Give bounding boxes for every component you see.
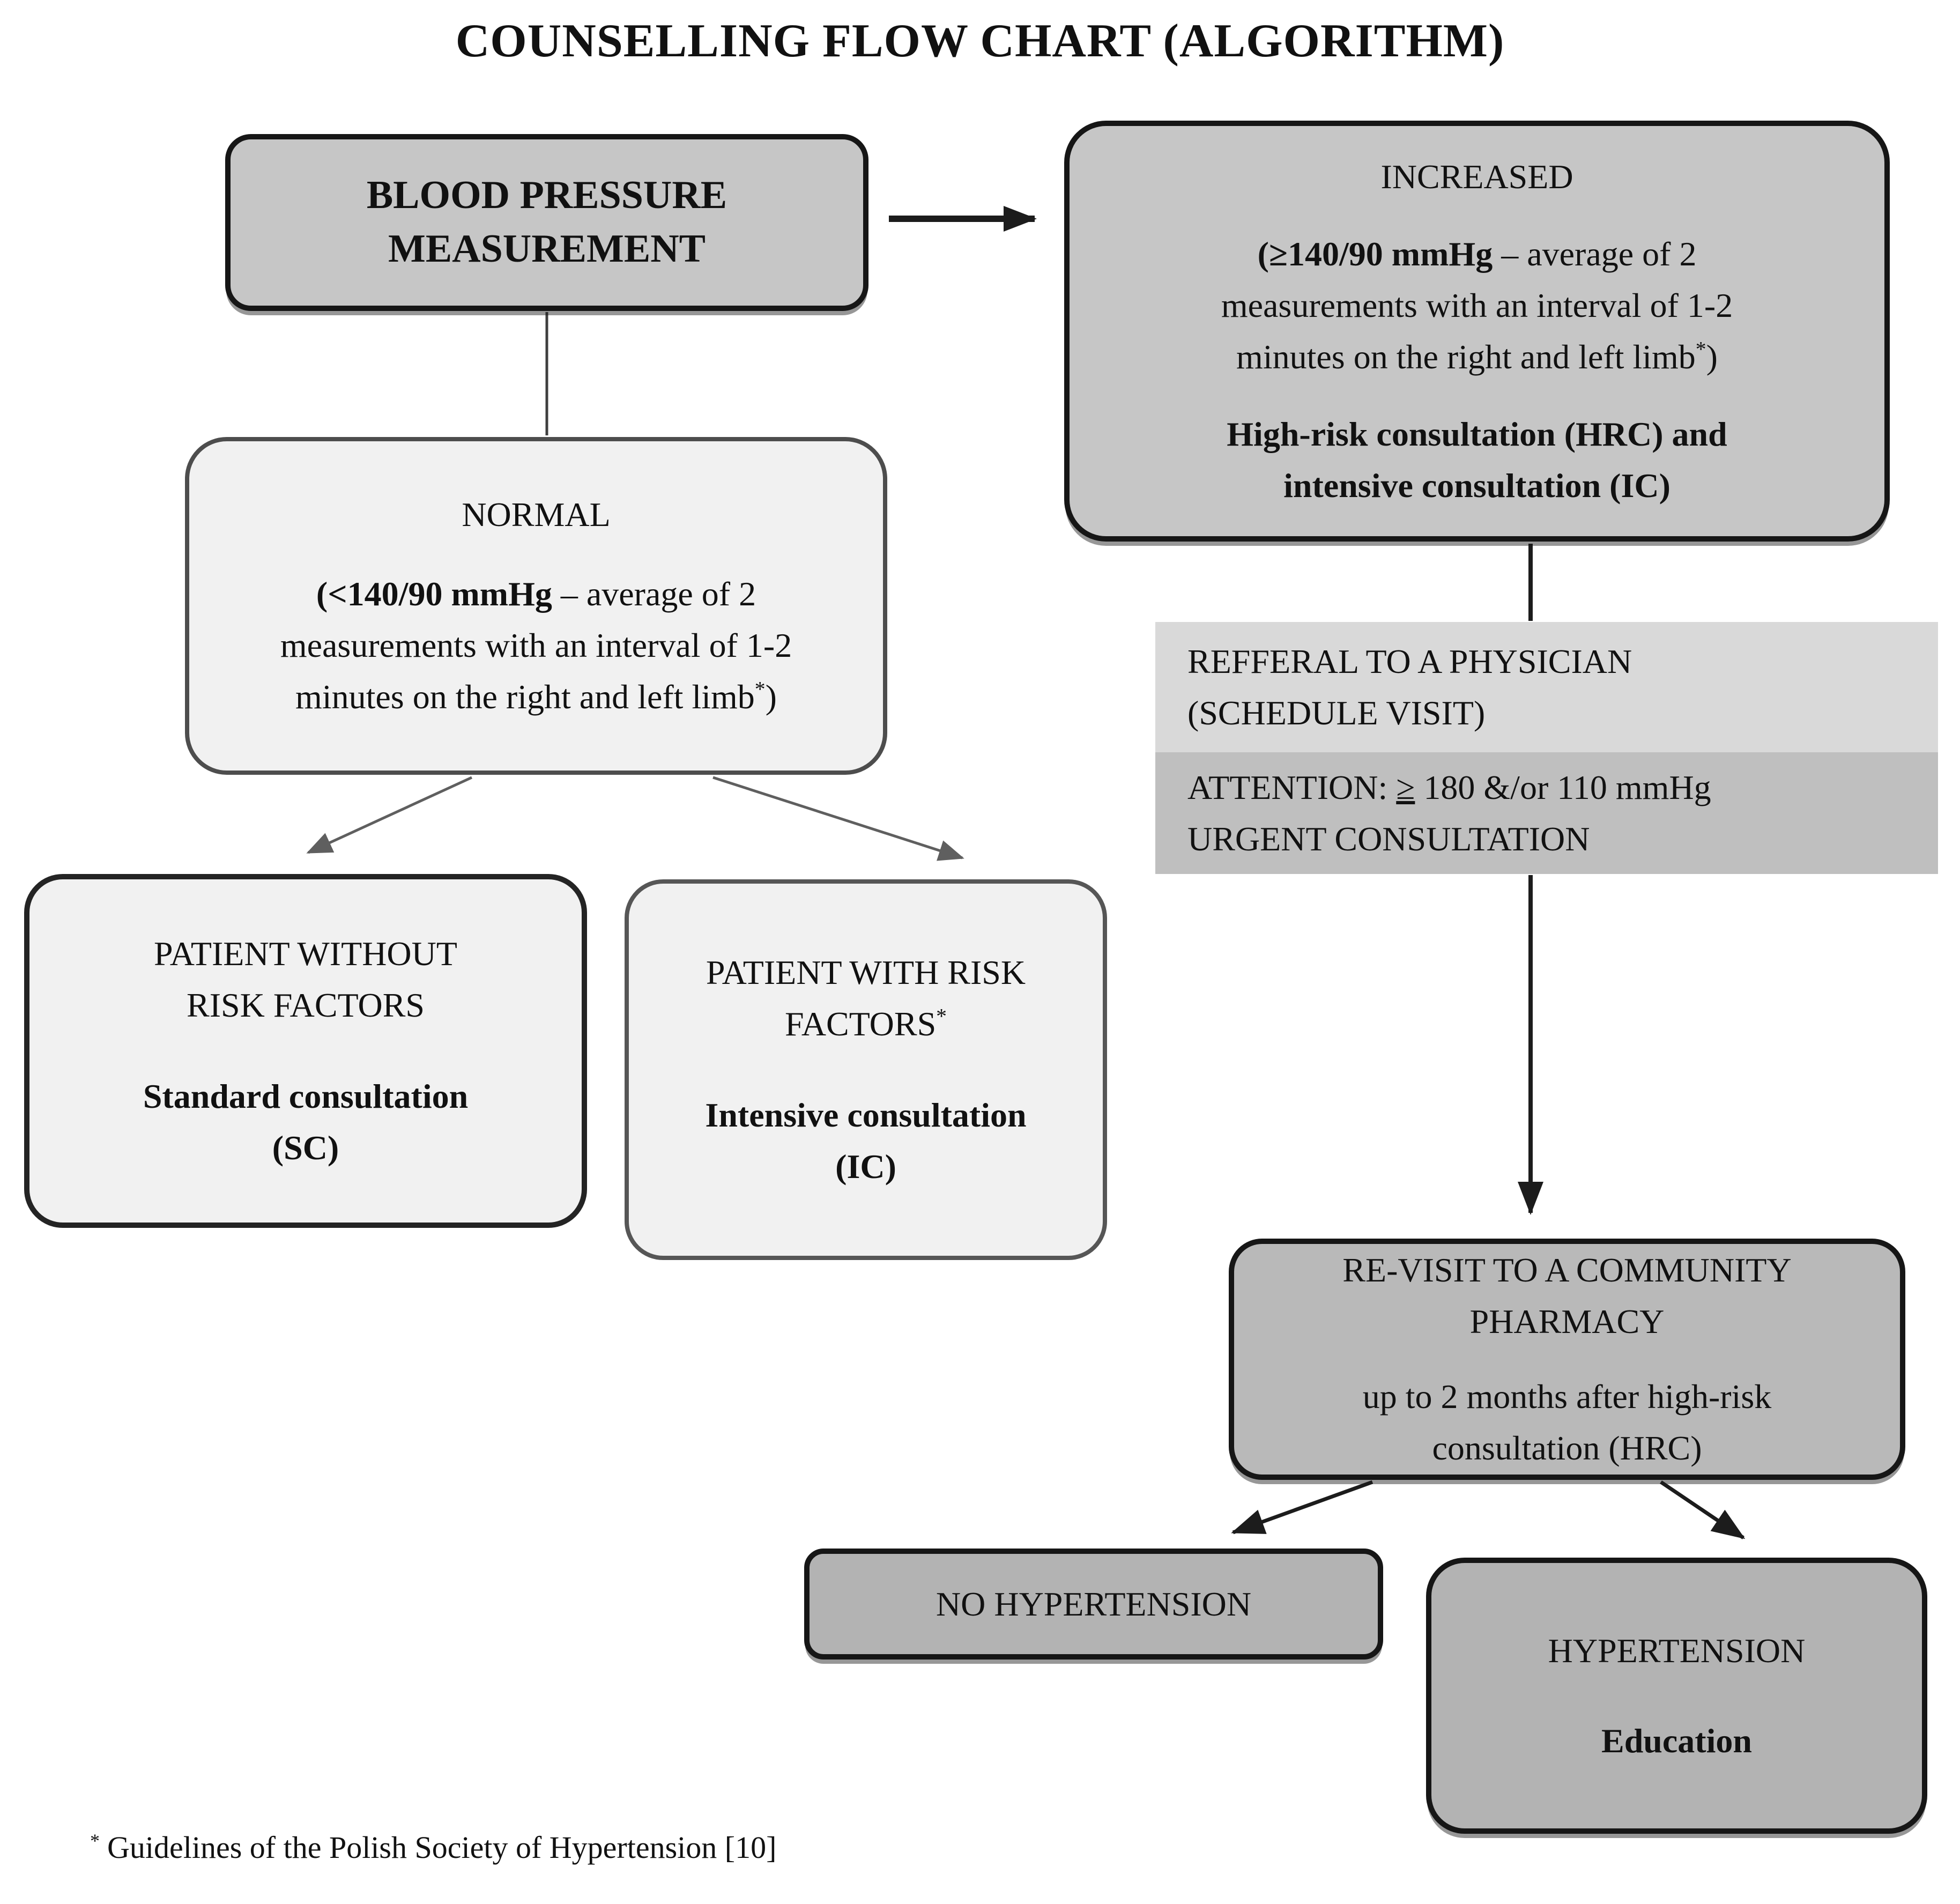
- node-body: up to 2 months after high-risk consultat…: [1363, 1371, 1772, 1474]
- action-text: High-risk consultation (HRC) and: [1227, 414, 1727, 453]
- node-text-line: MEASUREMENT: [388, 227, 706, 271]
- node-attention-urgent-consultation: ATTENTION: ≥ 180 &/or 110 mmHg URGENT CO…: [1155, 752, 1938, 874]
- node-criteria: (<140/90 mmHg – average of 2 measurement…: [280, 568, 792, 723]
- node-title: INCREASED: [1380, 157, 1573, 196]
- node-text-line: ATTENTION: ≥ 180 &/or 110 mmHg: [1187, 762, 1906, 813]
- criteria-text: measurements with an interval of 1-2: [1221, 286, 1733, 324]
- node-title: RE-VISIT TO A COMMUNITY PHARMACY: [1342, 1244, 1791, 1347]
- footnote-marker: *: [1695, 337, 1706, 361]
- body-text: consultation (HRC): [1432, 1429, 1702, 1467]
- footnote-marker: *: [936, 1004, 947, 1028]
- node-patient-without-risk-factors: PATIENT WITHOUT RISK FACTORS Standard co…: [24, 874, 587, 1228]
- criteria-text: minutes on the right and left limb: [1236, 337, 1696, 376]
- criteria-text: – average of 2: [1493, 234, 1697, 273]
- attention-text: ATTENTION:: [1187, 768, 1397, 806]
- node-blood-pressure-measurement: BLOOD PRESSURE MEASUREMENT: [225, 134, 868, 311]
- attention-text: 180 &/or 110 mmHg: [1415, 768, 1711, 806]
- action-text: intensive consultation (IC): [1283, 466, 1671, 505]
- geq-symbol: ≥: [1396, 768, 1415, 806]
- node-action: Education: [1601, 1721, 1752, 1760]
- footnote-text: Guidelines of the Polish Society of Hype…: [107, 1830, 777, 1865]
- action-text: Standard consultation: [143, 1077, 469, 1115]
- footnote-marker: *: [754, 677, 766, 701]
- node-action: Standard consultation (SC): [143, 1071, 468, 1174]
- node-text-line: REFFERAL TO A PHYSICIAN: [1187, 642, 1632, 680]
- title-text: RISK FACTORS: [187, 986, 425, 1024]
- node-title: PATIENT WITH RISK FACTORS*: [706, 947, 1026, 1050]
- node-patient-with-risk-factors: PATIENT WITH RISK FACTORS* Intensive con…: [625, 879, 1107, 1260]
- criteria-threshold: (≥140/90 mmHg: [1257, 234, 1493, 273]
- node-text-line: URGENT CONSULTATION: [1187, 819, 1590, 858]
- node-action: High-risk consultation (HRC) and intensi…: [1227, 409, 1727, 512]
- node-hypertension: HYPERTENSION Education: [1426, 1558, 1927, 1834]
- node-refferal-to-physician: REFFERAL TO A PHYSICIAN (SCHEDULE VISIT): [1155, 622, 1938, 752]
- node-text-line: (SCHEDULE VISIT): [1187, 693, 1486, 732]
- criteria-text: – average of 2: [552, 575, 756, 613]
- arrow-normal-to-patient-with: [712, 776, 964, 861]
- node-text-line: NO HYPERTENSION: [936, 1584, 1252, 1623]
- page-title: COUNSELLING FLOW CHART (ALGORITHM): [455, 15, 1505, 67]
- node-title: NORMAL: [462, 495, 611, 534]
- node-action: Intensive consultation (IC): [705, 1090, 1026, 1192]
- node-increased: INCREASED (≥140/90 mmHg – average of 2 m…: [1064, 121, 1890, 542]
- node-text-line: BLOOD PRESSURE: [366, 173, 727, 218]
- node-title: HYPERTENSION: [1548, 1631, 1806, 1670]
- footnote: * Guidelines of the Polish Society of Hyp…: [90, 1829, 776, 1865]
- action-text: Intensive consultation: [705, 1096, 1027, 1134]
- node-no-hypertension: NO HYPERTENSION: [804, 1549, 1383, 1659]
- action-text: (SC): [272, 1129, 339, 1167]
- arrow-revisit-to-hypertension: [1660, 1480, 1746, 1539]
- title-text: PATIENT WITH RISK: [706, 953, 1026, 991]
- arrow-normal-to-patient-without: [306, 776, 473, 854]
- arrow-revisit-to-no-hypertension: [1231, 1480, 1374, 1535]
- footnote-asterisk: *: [90, 1829, 100, 1851]
- title-text: PHARMACY: [1469, 1302, 1665, 1340]
- criteria-text: measurements with an interval of 1-2: [280, 626, 792, 664]
- action-text: (IC): [835, 1147, 896, 1186]
- node-normal: NORMAL (<140/90 mmHg – average of 2 meas…: [185, 437, 887, 775]
- node-revisit-community-pharmacy: RE-VISIT TO A COMMUNITY PHARMACY up to 2…: [1229, 1239, 1905, 1480]
- node-criteria: (≥140/90 mmHg – average of 2 measurement…: [1221, 228, 1733, 383]
- criteria-text: ): [765, 678, 777, 716]
- title-text: FACTORS: [784, 1005, 937, 1043]
- criteria-text: ): [1706, 337, 1718, 376]
- criteria-text: minutes on the right and left limb: [295, 678, 755, 716]
- title-text: RE-VISIT TO A COMMUNITY: [1342, 1251, 1792, 1289]
- criteria-threshold: (<140/90 mmHg: [316, 575, 552, 613]
- body-text: up to 2 months after high-risk: [1362, 1377, 1772, 1416]
- title-text: PATIENT WITHOUT: [154, 935, 457, 973]
- node-title: PATIENT WITHOUT RISK FACTORS: [154, 928, 457, 1031]
